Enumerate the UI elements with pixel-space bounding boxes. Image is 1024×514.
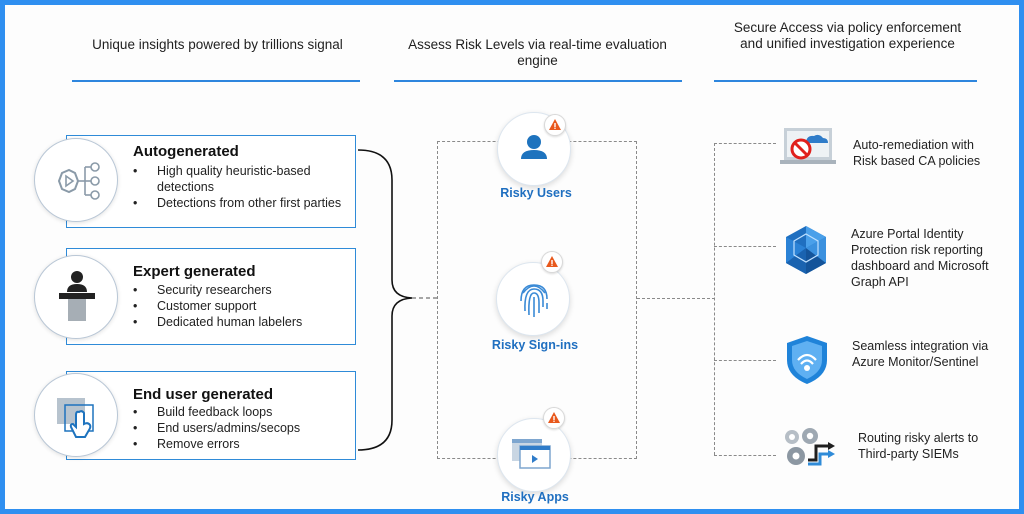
flow-icon	[57, 162, 100, 200]
connector-line	[637, 298, 715, 299]
blocked-cloud-icon	[780, 128, 836, 164]
heading-underline	[714, 80, 977, 82]
risk-icon-circle	[497, 112, 571, 186]
bullet-list: Security researchers Customer support De…	[133, 282, 302, 330]
gears-routing-icon	[785, 428, 835, 466]
outcome-text-siem-routing: Routing risky alerts to Third-party SIEM…	[858, 431, 979, 461]
column-heading-insights: Unique insights powered by trillions sig…	[92, 37, 343, 52]
bullet-item: End users/admins/secops	[133, 420, 300, 436]
merge-bracket	[357, 149, 438, 451]
bullet-item: Build feedback loops	[133, 404, 300, 420]
touch-icon	[57, 398, 94, 438]
card-title: Expert generated	[133, 263, 256, 280]
card-title: End user generated	[133, 386, 274, 403]
warning-icon	[543, 407, 565, 429]
heading-underline	[72, 80, 360, 82]
bullet-item: Customer support	[133, 298, 302, 314]
sentinel-shield-icon	[787, 336, 827, 384]
connector-line	[714, 143, 715, 455]
bullet-item: Dedicated human labelers	[133, 314, 302, 330]
bullet-list: Build feedback loops End users/admins/se…	[133, 404, 300, 452]
heading-underline	[394, 80, 682, 82]
bullet-list: High quality heuristic-based detections …	[133, 163, 355, 211]
source-icon-circle	[34, 255, 118, 339]
risky-apps-label: Risky Apps	[501, 490, 569, 504]
source-card-autogenerated: Autogenerated High quality heuristic-bas…	[66, 135, 356, 228]
connector-line	[714, 455, 776, 456]
presenter-icon	[59, 271, 95, 321]
identity-protection-icon	[786, 226, 826, 274]
risk-icon-circle	[497, 418, 571, 492]
warning-icon	[544, 114, 566, 136]
risky-users-label: Risky Users	[500, 186, 572, 200]
connector-line	[714, 246, 776, 247]
outcome-text-sentinel: Seamless integration via Azure Monitor/S…	[852, 339, 989, 369]
outcome-text-portal-reporting: Azure Portal Identity Protection risk re…	[851, 227, 989, 289]
card-title: Autogenerated	[133, 143, 239, 160]
column-heading-assess: Assess Risk Levels via real-time evaluat…	[408, 37, 667, 68]
risk-icon-circle	[496, 262, 570, 336]
source-icon-circle	[34, 138, 118, 222]
column-heading-secure: Secure Access via policy enforcement and…	[733, 20, 962, 51]
bullet-item: High quality heuristic-based detections	[133, 163, 355, 195]
warning-icon	[541, 251, 563, 273]
connector-line	[714, 360, 776, 361]
bullet-item: Remove errors	[133, 436, 300, 452]
source-icon-circle	[34, 373, 118, 457]
risky-signins-label: Risky Sign-ins	[491, 338, 579, 352]
connector-line	[714, 143, 776, 144]
outcome-text-auto-remediation: Auto-remediation with Risk based CA poli…	[853, 138, 981, 168]
fingerprint-icon	[520, 284, 548, 317]
bullet-item: Detections from other first parties	[133, 195, 355, 211]
user-icon	[521, 135, 547, 159]
bullet-item: Security researchers	[133, 282, 302, 298]
app-window-icon	[512, 439, 551, 469]
